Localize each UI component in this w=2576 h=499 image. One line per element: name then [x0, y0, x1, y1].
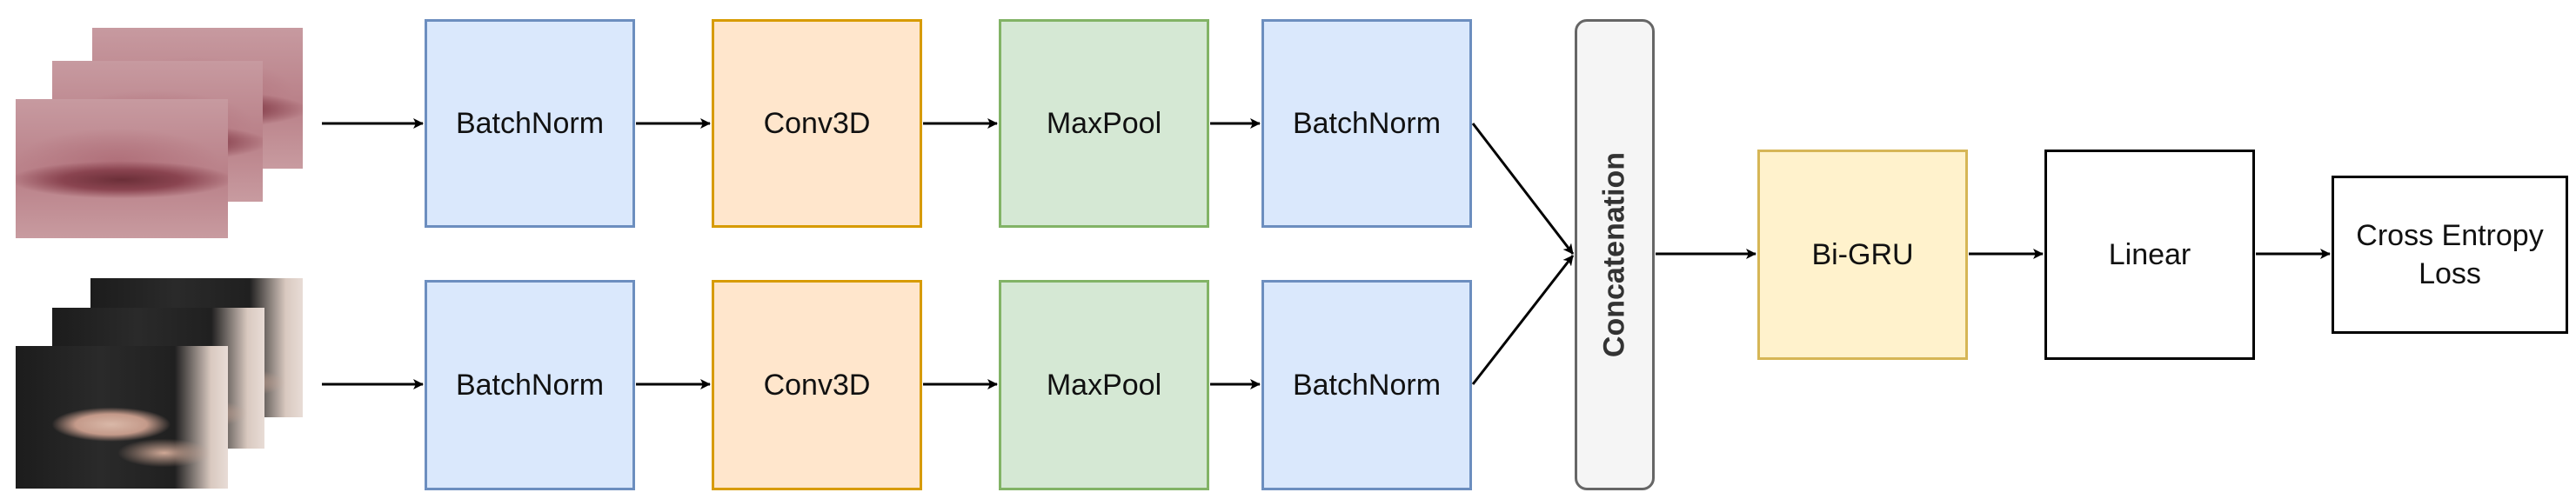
bottom-batchnorm-2-label: BatchNorm [1292, 368, 1442, 402]
bi-gru-block: Bi-GRU [1757, 150, 1968, 360]
loss-label: Cross Entropy Loss [2356, 218, 2544, 290]
bottom-maxpool-label: MaxPool [1046, 368, 1162, 402]
linear-label: Linear [2108, 237, 2191, 271]
linear-block: Linear [2044, 150, 2255, 360]
bottom-batchnorm-1: BatchNorm [425, 280, 635, 490]
top-conv3d-label: Conv3D [763, 106, 871, 140]
top-batchnorm-1-label: BatchNorm [455, 106, 605, 140]
sign-frame-front [16, 346, 228, 489]
bottom-conv3d: Conv3D [712, 280, 922, 490]
top-batchnorm-2-label: BatchNorm [1292, 106, 1442, 140]
arrow-top-bn-concat [1471, 123, 1575, 255]
bottom-conv3d-label: Conv3D [763, 368, 871, 402]
loss-block: Cross Entropy Loss [2332, 176, 2568, 334]
bottom-batchnorm-1-label: BatchNorm [455, 368, 605, 402]
bottom-maxpool: MaxPool [999, 280, 1209, 490]
top-maxpool: MaxPool [999, 19, 1209, 228]
bottom-batchnorm-2: BatchNorm [1261, 280, 1472, 490]
top-batchnorm-2: BatchNorm [1261, 19, 1472, 228]
lip-frame-front [16, 99, 228, 238]
top-conv3d: Conv3D [712, 19, 922, 228]
bi-gru-label: Bi-GRU [1811, 237, 1914, 271]
top-batchnorm-1: BatchNorm [425, 19, 635, 228]
top-maxpool-label: MaxPool [1046, 106, 1162, 140]
concatenation-block: Concatenation [1575, 19, 1655, 490]
arrow-bottom-bn-concat [1471, 255, 1575, 385]
